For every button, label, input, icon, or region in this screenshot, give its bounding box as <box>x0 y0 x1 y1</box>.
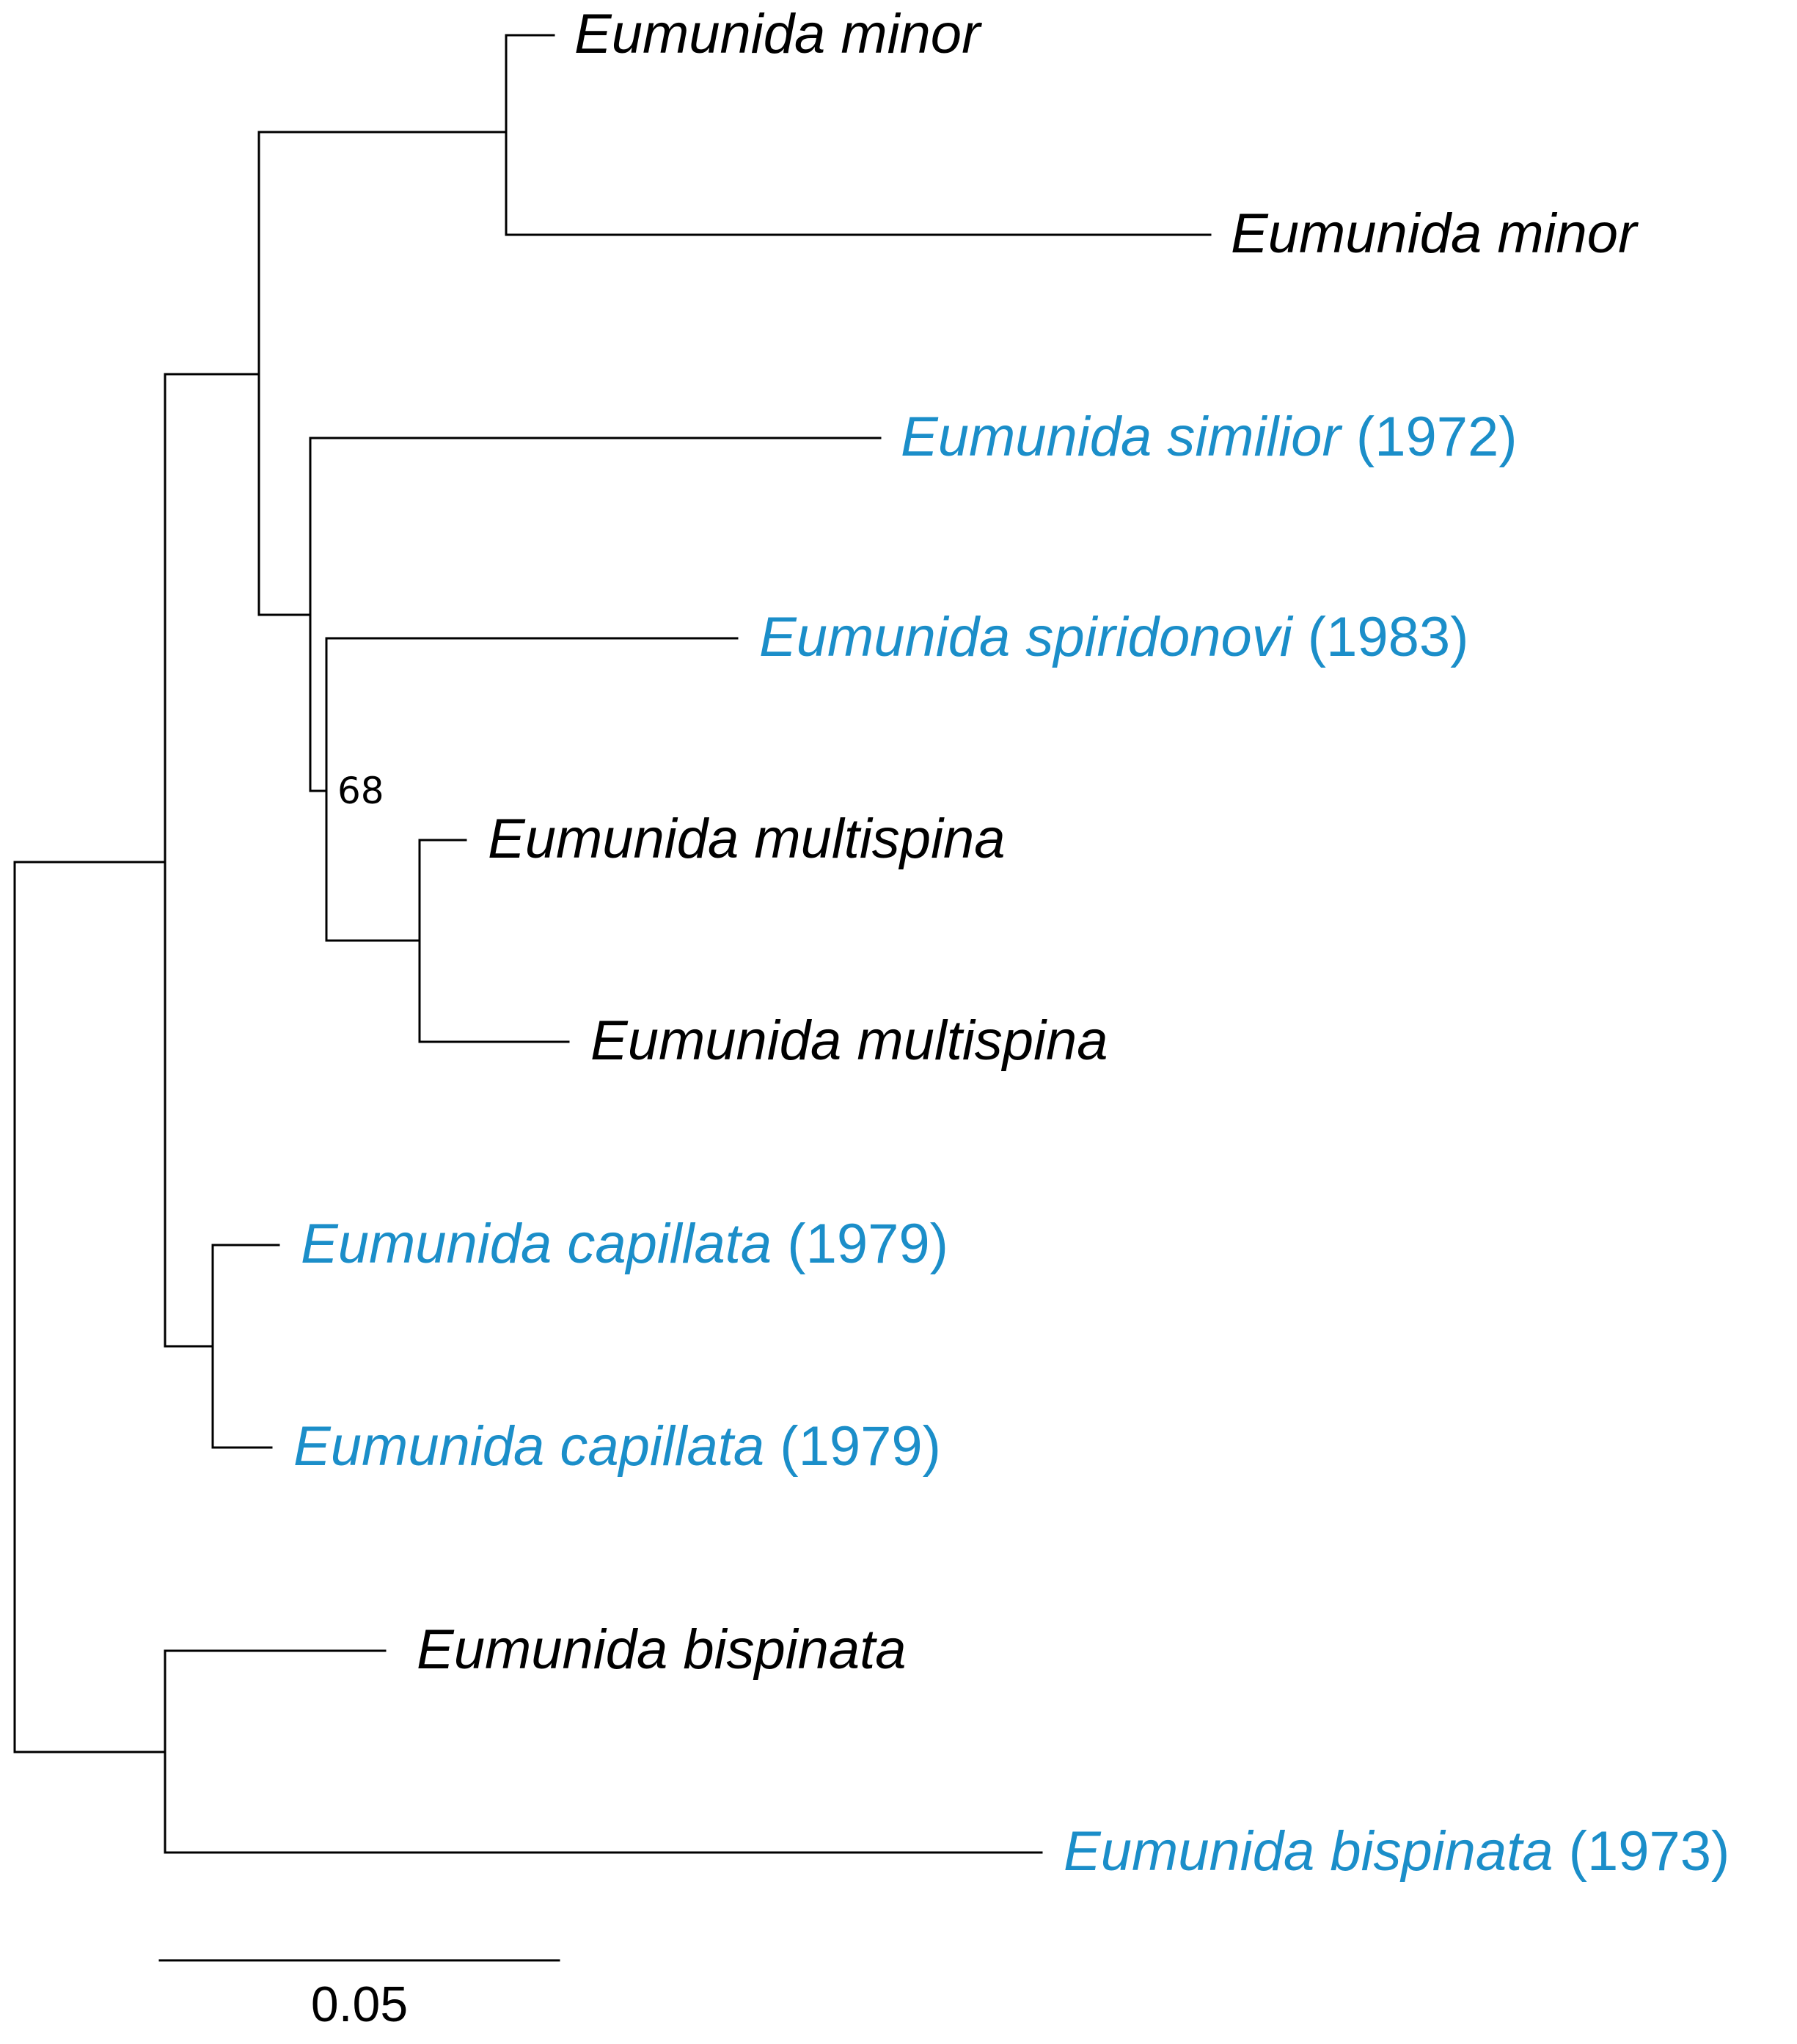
branch-capillata-pair <box>211 1244 280 1449</box>
branch-bispinata-pair <box>164 1649 1043 1854</box>
leaf-label: Eumunida minor <box>1231 202 1639 265</box>
branch-similior-group <box>309 437 882 792</box>
scale-bar-label: 0.05 <box>311 1977 408 2032</box>
branch-minor-group <box>257 131 508 616</box>
bootstrap-value: 68 <box>337 770 384 812</box>
leaf-label: Eumunida spiridonovi (1983) <box>759 606 1468 668</box>
branch-ingroup <box>164 373 260 1348</box>
branch-root <box>13 861 166 1753</box>
leaf-label: Eumunida similior (1972) <box>901 406 1518 468</box>
leaf-label: Eumunida multispina <box>488 808 1006 870</box>
branch-minor-pair <box>505 34 1212 236</box>
branch-spiridonovi-group <box>325 637 739 942</box>
leaf-label: Eumunida capillata (1979) <box>293 1415 941 1478</box>
leaf-label: Eumunida capillata (1979) <box>301 1213 948 1275</box>
leaf-label: Eumunida minor <box>574 3 982 65</box>
branch-multispina-pair <box>418 839 570 1043</box>
leaf-label: Eumunida bispinata (1973) <box>1064 1820 1730 1883</box>
leaf-label: Eumunida multispina <box>590 1010 1108 1072</box>
leaf-label: Eumunida bispinata <box>417 1618 907 1681</box>
